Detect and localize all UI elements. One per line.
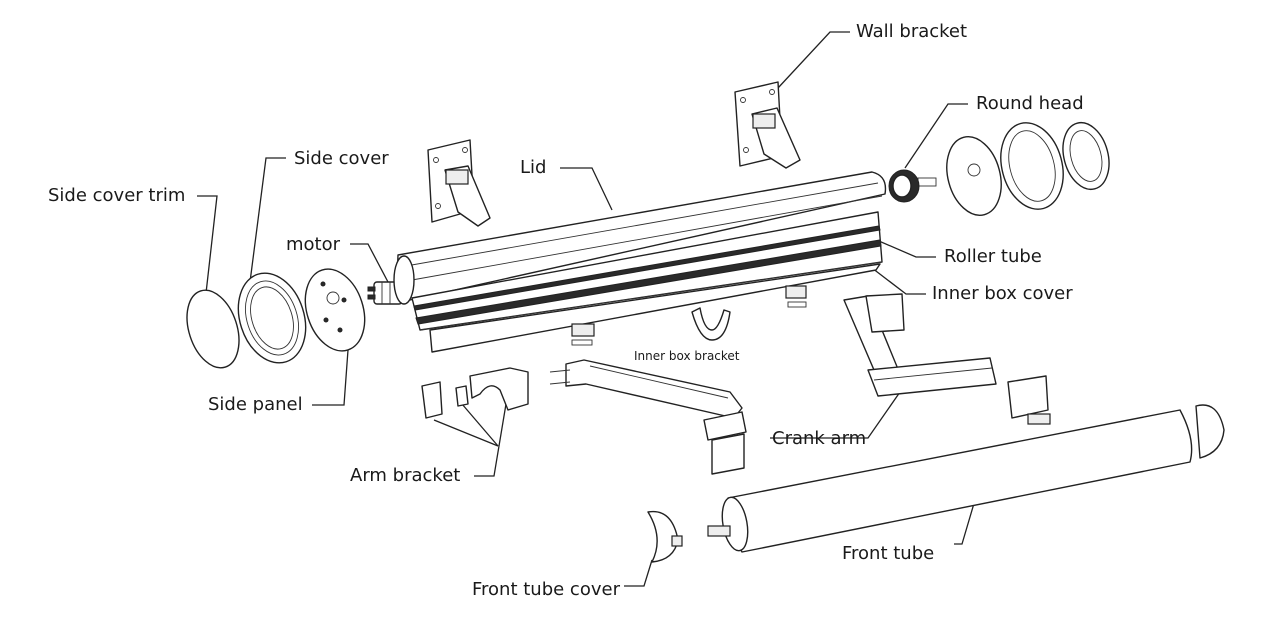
left-arm-part — [549, 359, 747, 475]
label-roller-tube: Roller tube — [944, 246, 1042, 267]
leader-arm-bracket-b — [461, 403, 499, 447]
leader-round-head — [904, 103, 968, 169]
roller-tube-part — [411, 211, 883, 353]
side-panel-part — [304, 268, 366, 352]
inner-box-bracket-part — [691, 307, 731, 341]
front-tube-part — [707, 404, 1225, 553]
leader-front-tube-cover — [624, 559, 653, 587]
label-round-head: Round head — [976, 93, 1084, 114]
label-front-tube-cover: Front tube cover — [472, 579, 620, 600]
leader-roller-tube — [871, 237, 936, 258]
leader-arm-bracket — [474, 403, 507, 477]
front-tube-cover-part — [647, 510, 683, 563]
crank-arm-part — [843, 293, 1051, 425]
wall-bracket-left-part — [427, 139, 491, 227]
arm-bracket-part — [421, 367, 529, 419]
label-inner-box-bracket: Inner box bracket — [634, 349, 740, 363]
label-arm-bracket: Arm bracket — [350, 465, 461, 486]
round-head-part — [888, 169, 937, 203]
label-wall-bracket: Wall bracket — [856, 21, 968, 42]
leader-wall-bracket — [777, 31, 850, 89]
leader-inner-box-cover — [871, 267, 926, 295]
side-cover-part — [237, 272, 307, 364]
label-side-panel: Side panel — [208, 394, 303, 415]
leader-side-cover — [249, 157, 286, 283]
leader-arm-bracket-a — [433, 419, 499, 447]
leader-motor — [350, 243, 389, 283]
leader-lines — [197, 31, 976, 587]
inner-box-clips — [571, 285, 807, 346]
label-front-tube: Front tube — [842, 543, 935, 564]
leader-side-panel — [312, 349, 349, 406]
side-cover-trim-part — [186, 289, 240, 369]
label-side-cover: Side cover — [294, 148, 389, 169]
leader-front-tube — [954, 499, 976, 545]
lid-part — [393, 171, 887, 305]
label-motor: motor — [286, 234, 341, 255]
label-lid: Lid — [520, 157, 547, 178]
label-crank-arm: Crank arm — [772, 428, 867, 449]
leader-lid — [560, 167, 613, 211]
leader-crank-arm — [770, 391, 901, 439]
wall-bracket-right-part — [734, 81, 801, 169]
label-side-cover-trim: Side cover trim — [48, 185, 186, 206]
label-inner-box-cover: Inner box cover — [932, 283, 1073, 304]
leader-side-cover-trim — [197, 195, 218, 303]
round-head-plates — [946, 121, 1110, 216]
